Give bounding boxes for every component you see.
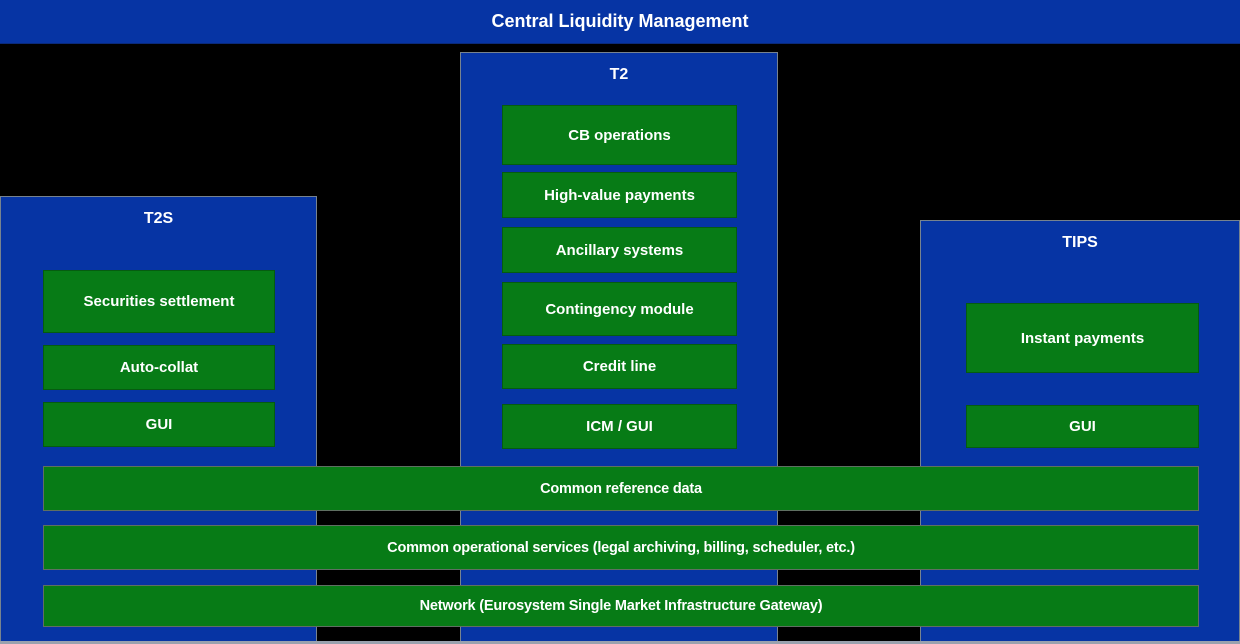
box-contingency-module: Contingency module [502,282,737,336]
box-securities-settlement: Securities settlement [43,270,275,333]
layer-common-reference-data: Common reference data [43,466,1199,511]
box-t2s-gui: GUI [43,402,275,447]
pillar-tips-title: TIPS [1062,234,1098,251]
box-icm-gui: ICM / GUI [502,404,737,449]
box-ancillary-systems: Ancillary systems [502,227,737,273]
box-tips-gui: GUI [966,405,1199,448]
box-high-value-payments: High-value payments [502,172,737,218]
layer-network-esmig: Network (Eurosystem Single Market Infras… [43,585,1199,627]
box-cb-operations: CB operations [502,105,737,165]
box-credit-line: Credit line [502,344,737,389]
bottom-edge-strip [0,641,1240,644]
banner-title: Central Liquidity Management [491,11,749,31]
box-auto-collat: Auto-collat [43,345,275,390]
banner-central-liquidity-management: Central Liquidity Management [0,0,1240,44]
pillar-t2-title: T2 [609,66,629,83]
layer-common-operational-services: Common operational services (legal archi… [43,525,1199,570]
pillar-t2s-title: T2S [143,210,174,227]
box-instant-payments: Instant payments [966,303,1199,373]
